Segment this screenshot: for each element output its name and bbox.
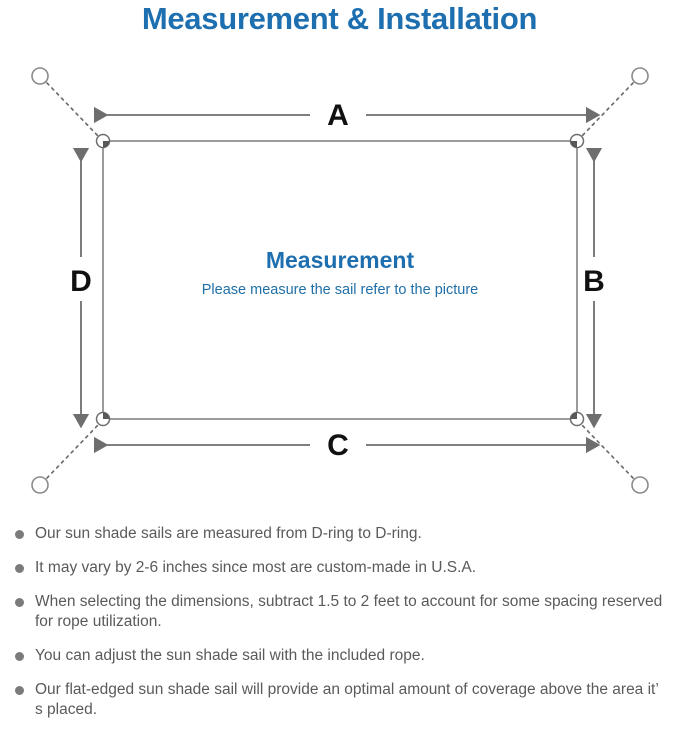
rope-bottom-right <box>580 423 634 479</box>
dimension-label-a: A <box>327 99 349 132</box>
d-ring-bottom-right <box>569 411 585 427</box>
note-text: You can adjust the sun shade sail with t… <box>35 647 425 664</box>
note-text: When selecting the dimensions, subtract … <box>35 593 663 630</box>
sail-body <box>102 140 578 420</box>
rope-top-right <box>580 82 634 138</box>
bullet-icon <box>15 564 24 573</box>
list-item: Our flat-edged sun shade sail will provi… <box>0 680 679 720</box>
list-item: It may vary by 2-6 inches since most are… <box>0 558 679 578</box>
notes-list: Our sun shade sails are measured from D-… <box>0 524 679 734</box>
note-text: Our sun shade sails are measured from D-… <box>35 525 422 542</box>
anchor-bottom-left <box>31 476 49 494</box>
d-ring-top-right <box>569 133 585 149</box>
sun-shade-sail-measurement-diagram: A C D B Measurement Please measure the s… <box>31 67 649 494</box>
dimension-label-b: B <box>583 265 605 298</box>
anchor-bottom-right <box>631 476 649 494</box>
d-ring-top-left <box>95 133 111 149</box>
list-item: When selecting the dimensions, subtract … <box>0 592 679 632</box>
page-title: Measurement & Installation <box>141 1 538 36</box>
list-item: You can adjust the sun shade sail with t… <box>0 646 679 666</box>
sail-heading: Measurement <box>266 247 415 273</box>
sail-subheading: Please measure the sail refer to the pic… <box>202 282 478 298</box>
bullet-icon <box>15 598 24 607</box>
dimension-label-d: D <box>70 265 92 298</box>
rope-top-left <box>46 82 100 138</box>
note-text: It may vary by 2-6 inches since most are… <box>35 559 477 576</box>
anchor-top-left <box>31 67 49 85</box>
note-text: Our flat-edged sun shade sail will provi… <box>35 681 659 718</box>
list-item: Our sun shade sails are measured from D-… <box>0 524 679 544</box>
dimension-label-c: C <box>327 429 349 462</box>
d-ring-bottom-left <box>95 411 111 427</box>
anchor-top-right <box>631 67 649 85</box>
rope-bottom-left <box>46 423 100 479</box>
bullet-icon <box>15 686 24 695</box>
bullet-icon <box>15 530 24 539</box>
bullet-icon <box>15 652 24 661</box>
